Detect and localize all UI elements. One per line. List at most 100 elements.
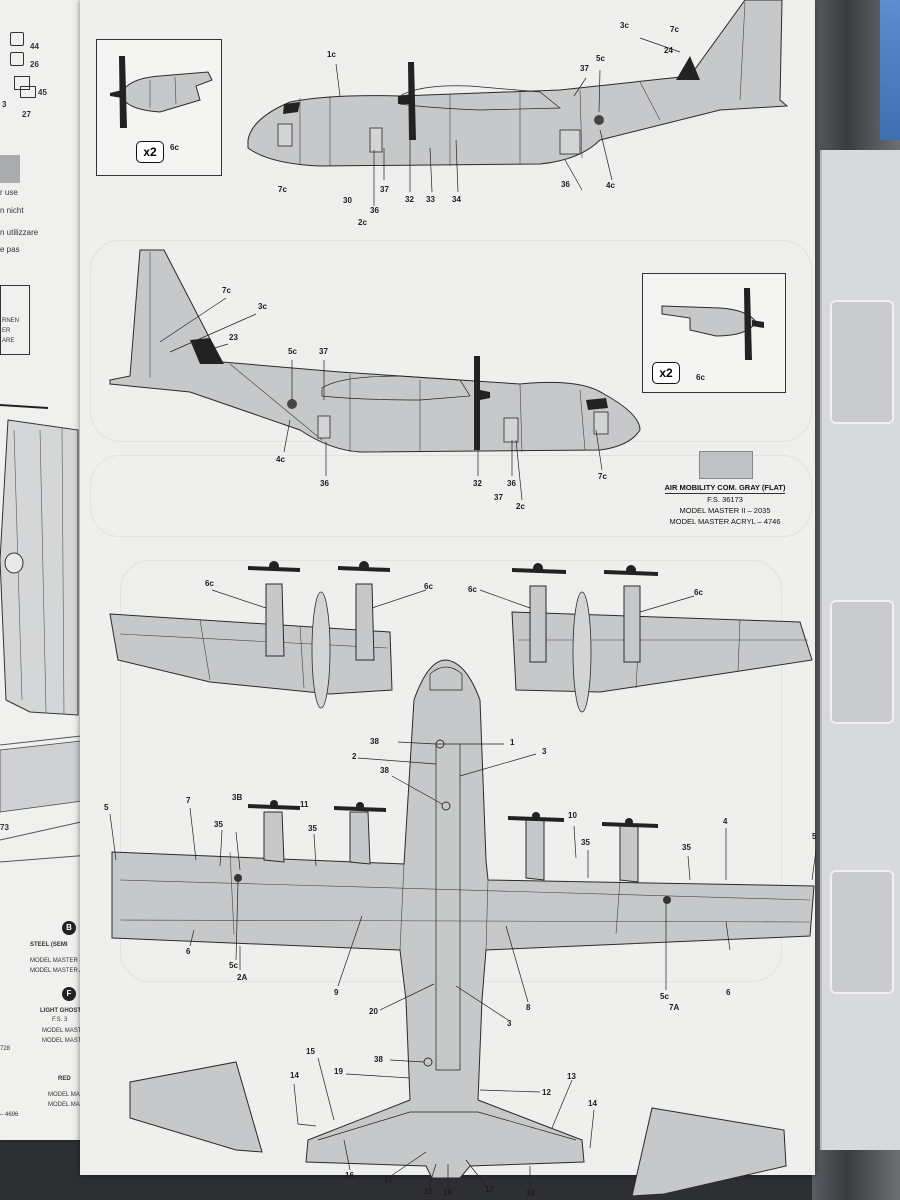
callout-label: 16 [526, 1189, 535, 1198]
callout-label: 6c [170, 143, 179, 152]
callout-label: 35 [581, 838, 590, 847]
callout-label: 5 [812, 832, 817, 841]
legend-text: MODEL MASTER A [30, 968, 84, 974]
callout-label: 38 [370, 737, 379, 746]
text-fragment: RNEN [2, 318, 20, 324]
wing-upper-left [109, 561, 393, 709]
ghost-print [90, 455, 812, 537]
callout-label: 7c [598, 472, 607, 481]
legend-text: MODEL MAST [48, 1092, 88, 1098]
tray-slot [830, 300, 894, 424]
callout-label: 36 [507, 479, 516, 488]
color-mma: MODEL MASTER ACRYL – 4746 [669, 517, 781, 526]
callout-label: 18 [443, 1188, 452, 1197]
callout-label: 3c [620, 21, 629, 30]
callout-label: 7c [278, 185, 287, 194]
callout-label: 1 [510, 738, 515, 747]
callout-label: 5c [288, 347, 297, 356]
side-view-1 [247, 0, 789, 167]
callout-label: 3 [542, 747, 547, 756]
callout-label: 6 [726, 988, 731, 997]
callout-label: 2 [352, 752, 357, 761]
left-page-drawings [0, 404, 90, 863]
callout-label: 36 [320, 479, 329, 488]
callout-label: 4c [276, 455, 285, 464]
callout-label: 2A [237, 973, 248, 982]
callout-label: 2c [516, 502, 525, 511]
callout-label: 2c [358, 218, 367, 227]
callout-label: 7c [222, 286, 231, 295]
callout-label: 35 [214, 820, 223, 829]
leader-lines [109, 37, 817, 1192]
callout-label: 12 [542, 1088, 551, 1097]
callout-label: 6c [694, 588, 703, 597]
text-fragment: n nicht [0, 206, 24, 215]
callout-label: 37 [319, 347, 328, 356]
callout-number: 27 [22, 110, 31, 119]
callout-label: 7A [669, 1003, 680, 1012]
multiplier-badge: x2 [652, 362, 680, 384]
legend-text: MODEL MAST [48, 1102, 88, 1108]
text-fragment: e pas [0, 245, 20, 254]
callout-label: 35 [682, 843, 691, 852]
text-fragment: ARE [2, 338, 15, 344]
callout-label: 5 [104, 803, 109, 812]
legend-text: MODEL MASTE [42, 1038, 86, 1044]
legend-text: LIGHT GHOST [40, 1008, 81, 1014]
text-fragment: r use [0, 188, 18, 197]
color-swatch [699, 451, 753, 479]
callout-label: 14 [290, 1071, 299, 1080]
callout-label: 18 [424, 1187, 433, 1196]
legend-text: F.S. 3 [52, 1017, 68, 1023]
multiplier-badge: x2 [136, 141, 164, 163]
callout-label: 16 [345, 1171, 354, 1180]
callout-label: 33 [426, 195, 435, 204]
callout-label: 17 [384, 1175, 393, 1184]
callout-label: 36 [561, 180, 570, 189]
callout-label: 8 [526, 1003, 531, 1012]
callout-number: 45 [38, 88, 47, 97]
callout-label: 37 [494, 493, 503, 502]
inset-nacelle-1 [110, 56, 213, 128]
callout-number: 26 [30, 60, 39, 69]
warning-box [0, 285, 30, 355]
callout-label: 13 [567, 1072, 576, 1081]
callout-label: 20 [369, 1007, 378, 1016]
legend-letter: F [62, 987, 76, 1001]
callout-label: 11 [300, 800, 309, 809]
callout-label: 10 [568, 811, 577, 820]
legend-text: MODEL MASTE [42, 1028, 86, 1034]
callout-label: 1c [327, 50, 336, 59]
callout-label: 34 [452, 195, 461, 204]
callout-label: 37 [380, 185, 389, 194]
callout-label: 5c [229, 961, 238, 970]
callout-label: 38 [380, 766, 389, 775]
legend-text: STEEL (SEMI [30, 942, 68, 948]
color-chip [0, 155, 20, 183]
background-box [880, 0, 900, 140]
callout-label: 4 [723, 817, 728, 826]
side-view-2 [109, 249, 641, 453]
callout-label: 5c [660, 992, 669, 1001]
text-fragment: n utilizzare [0, 228, 39, 237]
callout-label: 35 [308, 824, 317, 833]
left-instruction-page: 44 26 45 27 3 r use n nicht n utilizzare… [0, 0, 90, 1140]
callout-number: 3 [2, 100, 7, 109]
legend-text: RED [58, 1076, 71, 1082]
callout-label: 30 [343, 196, 352, 205]
legend-letter: B [62, 921, 76, 935]
callout-label: 32 [473, 479, 482, 488]
callout-label: 3 [507, 1019, 512, 1028]
callout-label: 3B [232, 793, 243, 802]
callout-label: 38 [374, 1055, 383, 1064]
callout-label: 6c [424, 582, 433, 591]
color-legend: AIR MOBILITY COM. GRAY (FLAT) F.S. 36173… [655, 482, 795, 527]
tray-slot [830, 870, 894, 994]
legend-text: MODEL MASTER – [30, 958, 83, 964]
stabilizer-right [631, 1107, 787, 1197]
callout-label: 7 [186, 796, 191, 805]
inset-nacelle-2 [661, 288, 764, 360]
callout-number: 73 [0, 823, 9, 832]
plan-view [111, 659, 815, 1179]
text-fragment: – 4696 [0, 1112, 19, 1118]
